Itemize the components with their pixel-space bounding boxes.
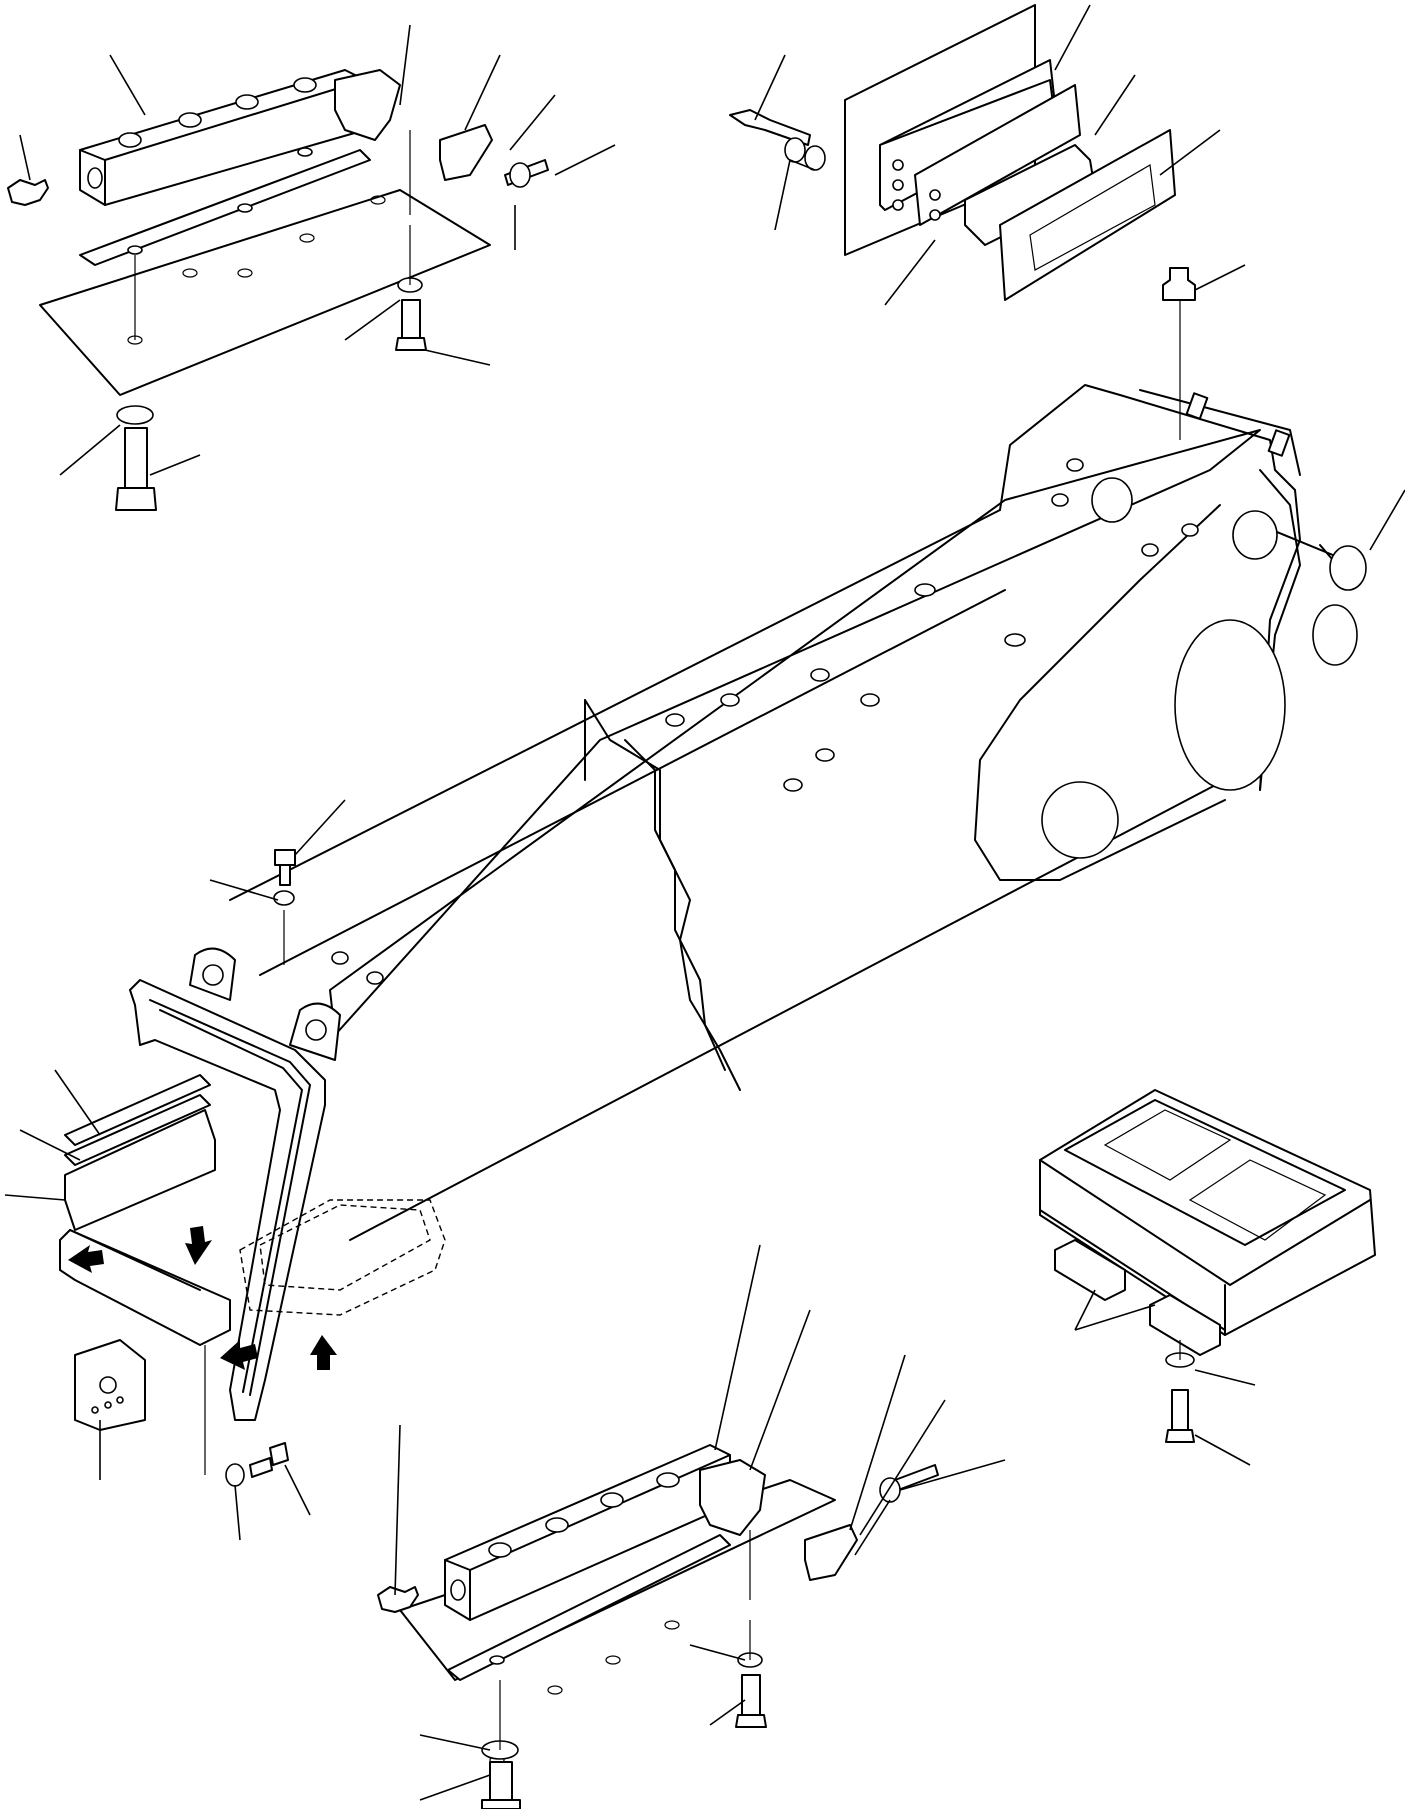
upper-right-shim-plate-assembly [729, 4, 1176, 301]
upper-left-slide-pad-assembly [7, 69, 549, 511]
boom-body [229, 384, 1367, 1241]
callout-leader-lines [4, 4, 1405, 1801]
front-frame-fasteners [204, 849, 296, 1487]
right-guide-pad-assembly [1039, 267, 1376, 1443]
front-frame [59, 947, 446, 1431]
lower-center-slide-pad-assembly [377, 1444, 939, 1809]
top-face-bushings [331, 458, 1199, 985]
